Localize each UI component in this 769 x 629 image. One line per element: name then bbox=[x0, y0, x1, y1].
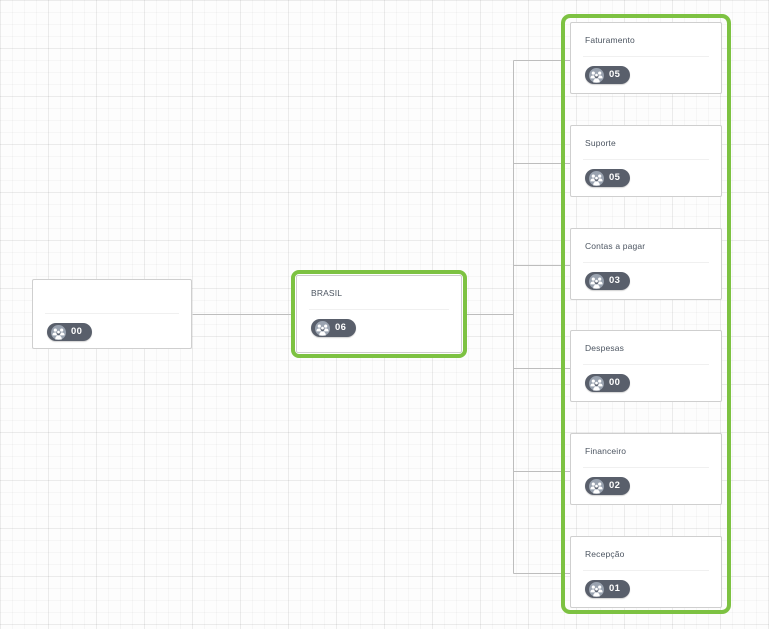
member-count-value: 00 bbox=[609, 377, 621, 389]
users-group-icon bbox=[589, 375, 604, 391]
member-count-badge[interactable]: 01 bbox=[585, 580, 631, 598]
org-node-despesas[interactable]: Despesas 00 bbox=[570, 330, 722, 402]
member-count-badge[interactable]: 05 bbox=[585, 169, 631, 187]
org-node-title: Despesas bbox=[585, 343, 624, 353]
member-count-value: 05 bbox=[609, 69, 621, 81]
org-node-contas-a-pagar[interactable]: Contas a pagar 03 bbox=[570, 228, 722, 300]
card-divider bbox=[583, 159, 709, 160]
org-node-title: Contas a pagar bbox=[585, 241, 646, 251]
member-count-badge[interactable]: 02 bbox=[585, 477, 631, 495]
org-node-title: Faturamento bbox=[585, 35, 635, 45]
card-divider bbox=[583, 364, 709, 365]
member-count-badge[interactable]: 00 bbox=[47, 323, 93, 341]
member-count-value: 05 bbox=[609, 172, 621, 184]
member-count-badge[interactable]: 05 bbox=[585, 66, 631, 84]
org-node-title: Suporte bbox=[585, 138, 616, 148]
card-divider bbox=[583, 56, 709, 57]
org-node-title: Financeiro bbox=[585, 446, 627, 456]
selection-outline-children-group bbox=[561, 14, 731, 614]
users-group-icon bbox=[589, 67, 604, 83]
users-group-icon bbox=[589, 581, 604, 597]
member-count-value: 06 bbox=[335, 322, 347, 334]
users-group-icon bbox=[589, 273, 604, 289]
org-node-brasil[interactable]: BRASIL 06 bbox=[296, 275, 462, 353]
card-divider bbox=[583, 570, 709, 571]
card-divider bbox=[45, 313, 179, 314]
card-divider bbox=[309, 309, 449, 310]
org-node-footer: 01 bbox=[571, 571, 721, 602]
users-group-icon bbox=[315, 320, 330, 336]
users-group-icon bbox=[51, 324, 66, 340]
org-node-financeiro[interactable]: Financeiro 02 bbox=[570, 433, 722, 505]
users-group-icon bbox=[589, 170, 604, 186]
member-count-badge[interactable]: 03 bbox=[585, 272, 631, 290]
org-node-footer: 06 bbox=[297, 310, 461, 341]
org-node-footer: 00 bbox=[33, 314, 191, 345]
member-count-badge[interactable]: 00 bbox=[585, 374, 631, 392]
member-count-value: 00 bbox=[71, 326, 83, 338]
org-node-footer: 02 bbox=[571, 468, 721, 499]
org-node-suporte[interactable]: Suporte 05 bbox=[570, 125, 722, 197]
card-divider bbox=[583, 262, 709, 263]
member-count-value: 02 bbox=[609, 480, 621, 492]
org-node-recep-o[interactable]: Recepção 01 bbox=[570, 536, 722, 608]
member-count-value: 01 bbox=[609, 583, 621, 595]
org-node-root[interactable]: 00 bbox=[32, 279, 192, 349]
org-node-title: BRASIL bbox=[311, 288, 343, 298]
member-count-value: 03 bbox=[609, 275, 621, 287]
org-node-footer: 03 bbox=[571, 263, 721, 294]
users-group-icon bbox=[589, 478, 604, 494]
org-node-footer: 00 bbox=[571, 365, 721, 396]
card-divider bbox=[583, 467, 709, 468]
org-node-footer: 05 bbox=[571, 160, 721, 191]
org-node-title bbox=[33, 280, 191, 303]
member-count-badge[interactable]: 06 bbox=[311, 319, 357, 337]
org-node-footer: 05 bbox=[571, 57, 721, 88]
org-node-title: Recepção bbox=[585, 549, 625, 559]
org-node-faturamento[interactable]: Faturamento 05 bbox=[570, 22, 722, 94]
